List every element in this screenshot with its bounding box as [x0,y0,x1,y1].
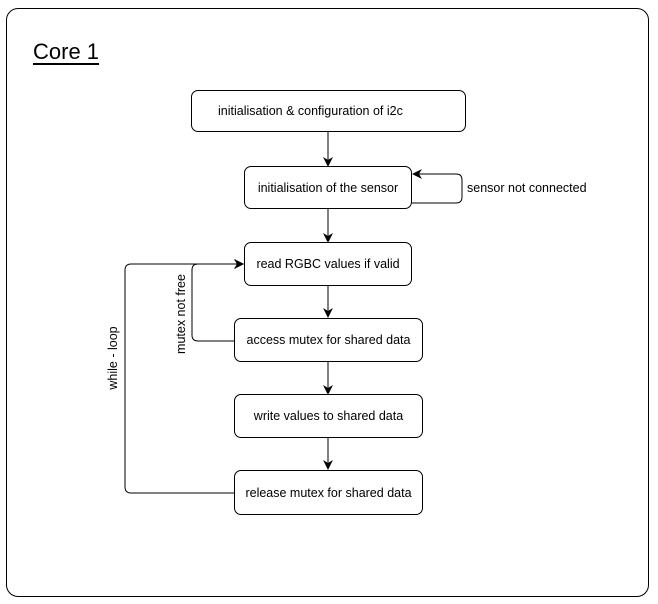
node-init-sensor: initialisation of the sensor [244,166,412,209]
node-read-rgbc: read RGBC values if valid [244,242,412,286]
label-while-loop: while - loop [106,326,120,390]
node-write-values: write values to shared data [234,394,423,438]
diagram-title: Core 1 [33,39,100,64]
label-mutex-not-free: mutex not free [174,274,188,354]
label-sensor-not-connected: sensor not connected [467,181,587,195]
arrow-sensor-self-loop [412,169,463,204]
node-release-mutex: release mutex for shared data [234,470,423,515]
node-init-i2c: initialisation & configuration of i2c [191,90,466,132]
node-access-mutex: access mutex for shared data [234,318,423,362]
arrow-while-loop [124,259,244,494]
